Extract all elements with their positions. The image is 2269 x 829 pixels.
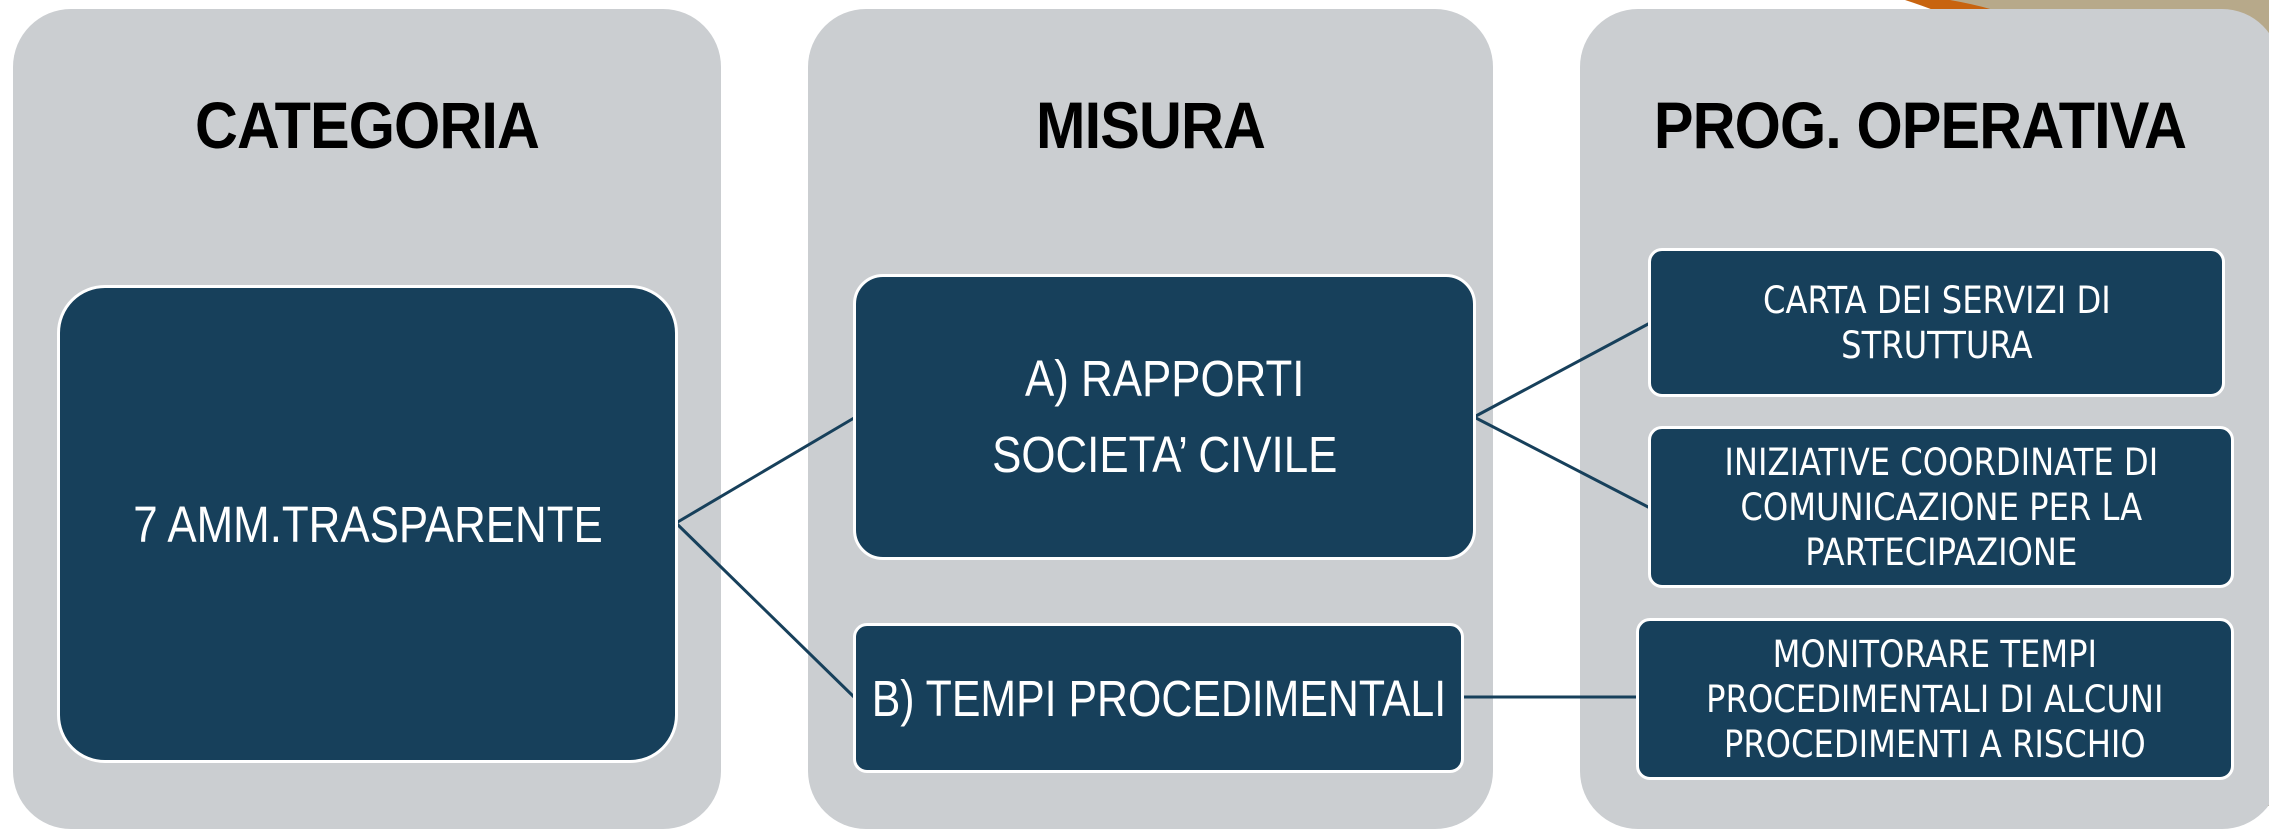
action-box-1: CARTA DEI SERVIZI DI STRUTTURA — [1648, 248, 2225, 397]
connector-measure-a-to-action-2 — [1473, 415, 1651, 510]
column-title-misura: MISURA — [1036, 88, 1266, 162]
category-box-label: 7 AMM.TRASPARENTE — [132, 495, 603, 553]
action-box-1-label: CARTA DEI SERVIZI DI STRUTTURA — [1762, 278, 2111, 367]
measure-box-a: A) RAPPORTI SOCIETA’ CIVILE — [853, 274, 1476, 560]
column-title-categoria: CATEGORIA — [195, 88, 540, 162]
action-box-3: MONITORARE TEMPI PROCEDIMENTALI DI ALCUN… — [1636, 618, 2234, 780]
connector-measure-a-to-action-1 — [1473, 321, 1651, 419]
connector-category-to-measure-b — [674, 521, 856, 699]
measure-box-b: B) TEMPI PROCEDIMENTALI — [853, 623, 1464, 773]
action-box-2-label: INIZIATIVE COORDINATE DI COMUNICAZIONE P… — [1724, 440, 2158, 574]
category-box: 7 AMM.TRASPARENTE — [57, 285, 678, 763]
measure-box-b-label: B) TEMPI PROCEDIMENTALI — [871, 669, 1446, 727]
connector-category-to-measure-a — [675, 416, 855, 525]
action-box-2: INIZIATIVE COORDINATE DI COMUNICAZIONE P… — [1648, 426, 2234, 588]
measure-box-a-label: A) RAPPORTI SOCIETA’ CIVILE — [991, 350, 1338, 483]
connector-lines — [674, 321, 1651, 699]
column-title-prog-operativa: PROG. OPERATIVA — [1653, 88, 2187, 162]
action-box-3-label: MONITORARE TEMPI PROCEDIMENTALI DI ALCUN… — [1706, 632, 2164, 766]
